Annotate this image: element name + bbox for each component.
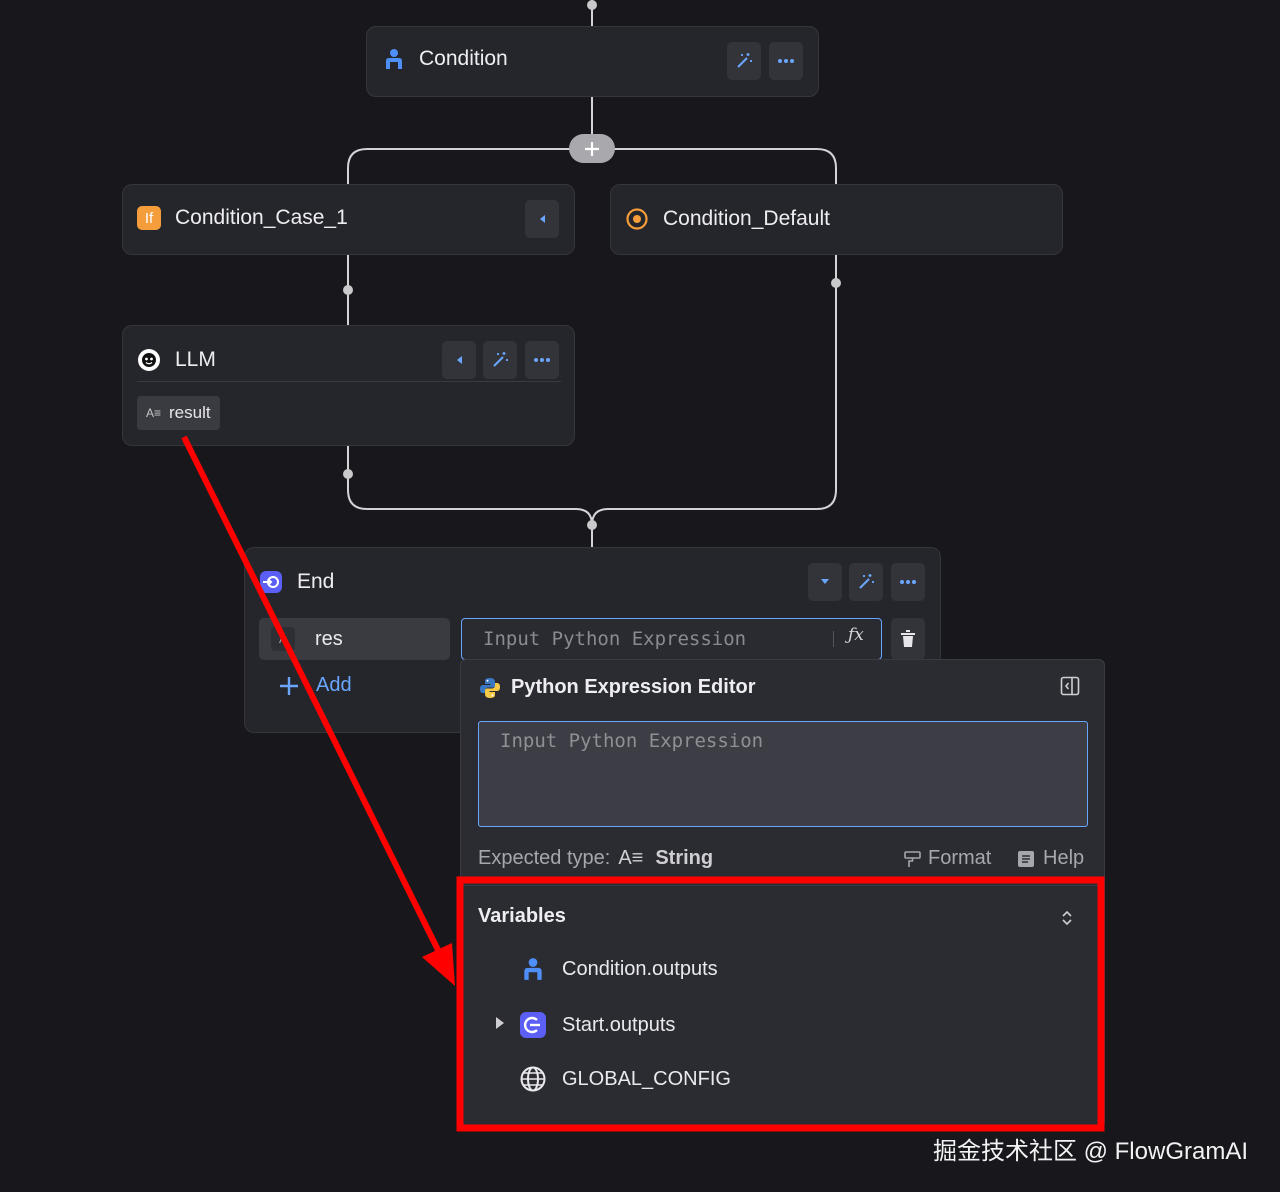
condition-default-node[interactable]: Condition_Default [610,184,1063,255]
divider [137,381,561,382]
caret-left-icon [540,215,545,223]
string-type-icon: A [271,627,295,651]
trash-icon [901,630,915,647]
condition-icon [524,958,542,980]
output-tag-label: result [169,403,211,422]
more-icon [778,59,794,63]
magic-wand-icon [493,352,508,367]
if-badge-icon: If [137,206,161,230]
format-label: Format [928,847,992,869]
collapse-button[interactable] [525,200,559,238]
string-type-icon: A≡ [618,847,644,869]
variable-label: Condition.outputs [562,957,718,980]
format-button[interactable]: Format [904,847,991,870]
magic-wand-button[interactable] [849,563,883,601]
variables-title: Variables [478,905,566,927]
divider [833,631,834,647]
string-type-icon: A≡ [146,406,162,420]
python-expression-editor: Python Expression Editor Input Python Ex… [460,659,1105,1129]
variable-item[interactable]: GLOBAL_CONFIG [520,1066,731,1092]
llm-node[interactable]: LLM A≡ result [122,325,575,446]
expression-textarea[interactable]: Input Python Expression [478,721,1088,827]
more-icon [900,580,916,584]
expected-type-label: Expected type: [478,847,611,869]
param-name: res [315,627,343,650]
add-label: Add [316,674,352,696]
collapse-button[interactable] [442,341,476,379]
plus-icon [585,141,599,156]
default-target-icon [626,208,648,230]
help-button[interactable]: Help [1017,847,1084,870]
editor-header: Python Expression Editor [479,676,755,699]
more-icon [534,358,550,362]
condition-node[interactable]: Condition [366,26,819,97]
sort-toggle-icon[interactable] [1061,910,1073,926]
variable-label: GLOBAL_CONFIG [562,1067,731,1090]
help-label: Help [1043,847,1085,869]
variable-label: Start.outputs [562,1013,676,1036]
expand-panel-icon[interactable] [1060,676,1080,696]
python-icon [480,677,500,698]
more-button[interactable] [525,341,559,379]
node-title: End [297,570,335,593]
format-icon [904,850,921,867]
llm-icon [138,349,160,371]
editor-title: Python Expression Editor [511,676,756,698]
function-icon[interactable]: ƒx [848,625,864,645]
expand-caret-icon[interactable] [495,1016,505,1030]
expression-placeholder: Input Python Expression [483,628,747,650]
caret-left-icon [457,356,462,364]
caret-down-icon [821,579,829,584]
globe-icon [520,1066,546,1092]
magic-wand-icon [737,53,752,68]
add-branch-button[interactable] [569,134,615,163]
variable-item[interactable]: Condition.outputs [521,956,718,982]
output-tag[interactable]: A≡ result [137,396,220,430]
add-param-button[interactable]: Add [279,674,352,697]
param-name-field[interactable]: A res [259,618,450,660]
condition-icon [386,49,402,69]
node-title: Condition_Default [663,207,830,230]
variables-panel: Variables Condition.outputs Start.output… [461,885,1104,1129]
node-title: Condition [419,47,508,70]
start-icon [520,1012,546,1038]
textarea-placeholder: Input Python Expression [500,730,764,752]
expression-input[interactable]: Input Python Expression ƒx [461,618,882,660]
node-title: Condition_Case_1 [175,206,348,229]
book-icon [1018,850,1034,867]
expected-type-value: String [655,847,714,869]
variable-item[interactable]: Start.outputs [519,1011,675,1039]
magic-wand-button[interactable] [483,341,517,379]
more-button[interactable] [769,42,803,80]
delete-button[interactable] [891,618,925,660]
watermark: 掘金技术社区 @ FlowGramAI [932,1138,1248,1165]
condition-case-node[interactable]: If Condition_Case_1 [122,184,575,255]
node-title: LLM [175,348,216,371]
magic-wand-button[interactable] [727,42,761,80]
expected-type-row: Expected type: A≡ String [478,847,713,870]
magic-wand-icon [859,574,874,589]
plus-icon [280,676,298,695]
more-button[interactable] [891,563,925,601]
collapse-button[interactable] [808,563,842,601]
end-icon [260,571,282,593]
